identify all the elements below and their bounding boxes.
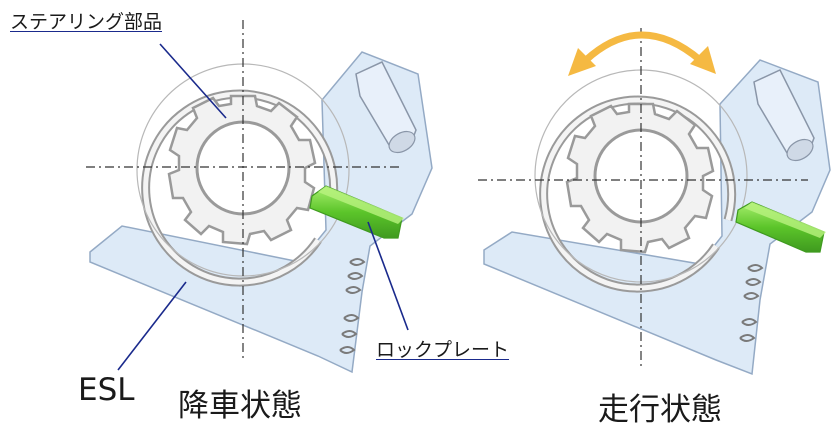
driving-state-view [478, 28, 831, 376]
parked-state-label: 降車状態 [178, 388, 302, 424]
steering-gear-right [565, 102, 715, 254]
rotation-arrow-icon [568, 31, 716, 76]
esl-spring-right [739, 264, 764, 342]
parked-centerlines [86, 20, 400, 360]
lock-plate-label: ロックプレート [376, 339, 510, 361]
driving-state-label: 走行状態 [598, 392, 722, 428]
esl-spring [339, 258, 366, 354]
steering-part-label: ステアリング部品 [10, 11, 163, 33]
leader-lines [117, 43, 409, 371]
lock-plate-engaged [309, 185, 404, 239]
steering-gear [167, 94, 317, 246]
parked-state-view [86, 20, 433, 374]
esl-label: ESL [78, 372, 135, 408]
driving-centerlines [478, 28, 808, 368]
lock-plate-retracted [735, 201, 826, 253]
